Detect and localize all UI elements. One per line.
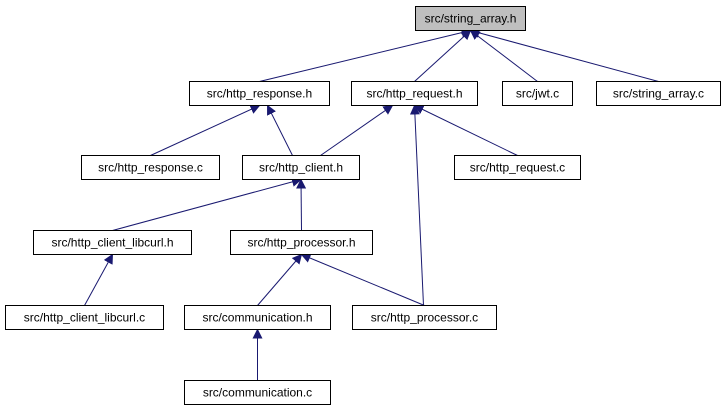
edges-layer xyxy=(84,27,659,381)
node-box xyxy=(184,380,331,405)
edge-http-processor-h-to-http-client-h xyxy=(296,178,307,231)
node-box xyxy=(352,305,497,330)
node-box xyxy=(351,81,478,106)
node-box xyxy=(184,305,331,330)
node-label: src/string_array.h xyxy=(425,12,517,26)
node-box xyxy=(242,155,360,180)
node-box xyxy=(596,81,721,106)
node-label: src/http_request.c xyxy=(470,161,565,175)
edge-http-client-libcurl-c-to-http-client-libcurl-h xyxy=(84,253,113,306)
node-label: src/http_processor.h xyxy=(247,236,355,250)
edge-http-client-h-to-http-response-h xyxy=(267,104,293,156)
edge-http-request-c-to-http-request-h xyxy=(413,104,518,156)
edge-http-processor-c-to-http-processor-h xyxy=(300,253,425,306)
node-box xyxy=(5,305,164,330)
edge-http-response-h-to-string-array-h xyxy=(259,27,472,82)
node-box xyxy=(230,230,373,255)
node-string-array-c[interactable]: src/string_array.c xyxy=(596,81,721,106)
node-box xyxy=(415,6,526,31)
node-http-client-libcurl-c[interactable]: src/http_client_libcurl.c xyxy=(5,305,164,330)
node-label: src/http_client.h xyxy=(259,161,343,175)
node-label: src/communication.h xyxy=(202,311,312,325)
node-box xyxy=(33,230,192,255)
node-label: src/string_array.c xyxy=(613,87,704,101)
edge-communication-h-to-http-processor-h xyxy=(257,253,303,306)
node-label: src/http_response.h xyxy=(207,87,312,101)
edge-jwt-c-to-string-array-h xyxy=(469,29,538,82)
node-label: src/http_processor.c xyxy=(371,311,478,325)
node-http-request-h[interactable]: src/http_request.h xyxy=(351,81,478,106)
edge-http-processor-c-to-http-request-h xyxy=(409,104,424,306)
node-http-response-h[interactable]: src/http_response.h xyxy=(189,81,330,106)
node-string-array-h[interactable]: src/string_array.h xyxy=(415,6,526,31)
edge-http-client-libcurl-h-to-http-client-h xyxy=(112,177,302,231)
node-label: src/communication.c xyxy=(203,386,312,400)
node-communication-h[interactable]: src/communication.h xyxy=(184,305,331,330)
node-label: src/http_response.c xyxy=(98,161,203,175)
node-http-client-libcurl-h[interactable]: src/http_client_libcurl.h xyxy=(33,230,192,255)
node-box xyxy=(189,81,330,106)
edge-string-array-c-to-string-array-h xyxy=(469,28,659,82)
node-label: src/http_client_libcurl.c xyxy=(24,311,145,325)
node-http-response-c[interactable]: src/http_response.c xyxy=(81,155,220,180)
node-jwt-c[interactable]: src/jwt.c xyxy=(502,81,573,106)
node-http-request-c[interactable]: src/http_request.c xyxy=(454,155,581,180)
edge-http-request-h-to-string-array-h xyxy=(414,29,472,82)
edge-http-client-h-to-http-request-h xyxy=(320,104,394,156)
node-http-processor-c[interactable]: src/http_processor.c xyxy=(352,305,497,330)
node-http-processor-h[interactable]: src/http_processor.h xyxy=(230,230,373,255)
node-label: src/http_client_libcurl.h xyxy=(51,236,173,250)
node-http-client-h[interactable]: src/http_client.h xyxy=(242,155,360,180)
node-label: src/http_request.h xyxy=(366,87,462,101)
node-label: src/jwt.c xyxy=(516,87,559,101)
edge-http-response-c-to-http-response-h xyxy=(150,104,261,156)
node-communication-c[interactable]: src/communication.c xyxy=(184,380,331,405)
node-box xyxy=(454,155,581,180)
node-box xyxy=(81,155,220,180)
node-box xyxy=(502,81,573,106)
